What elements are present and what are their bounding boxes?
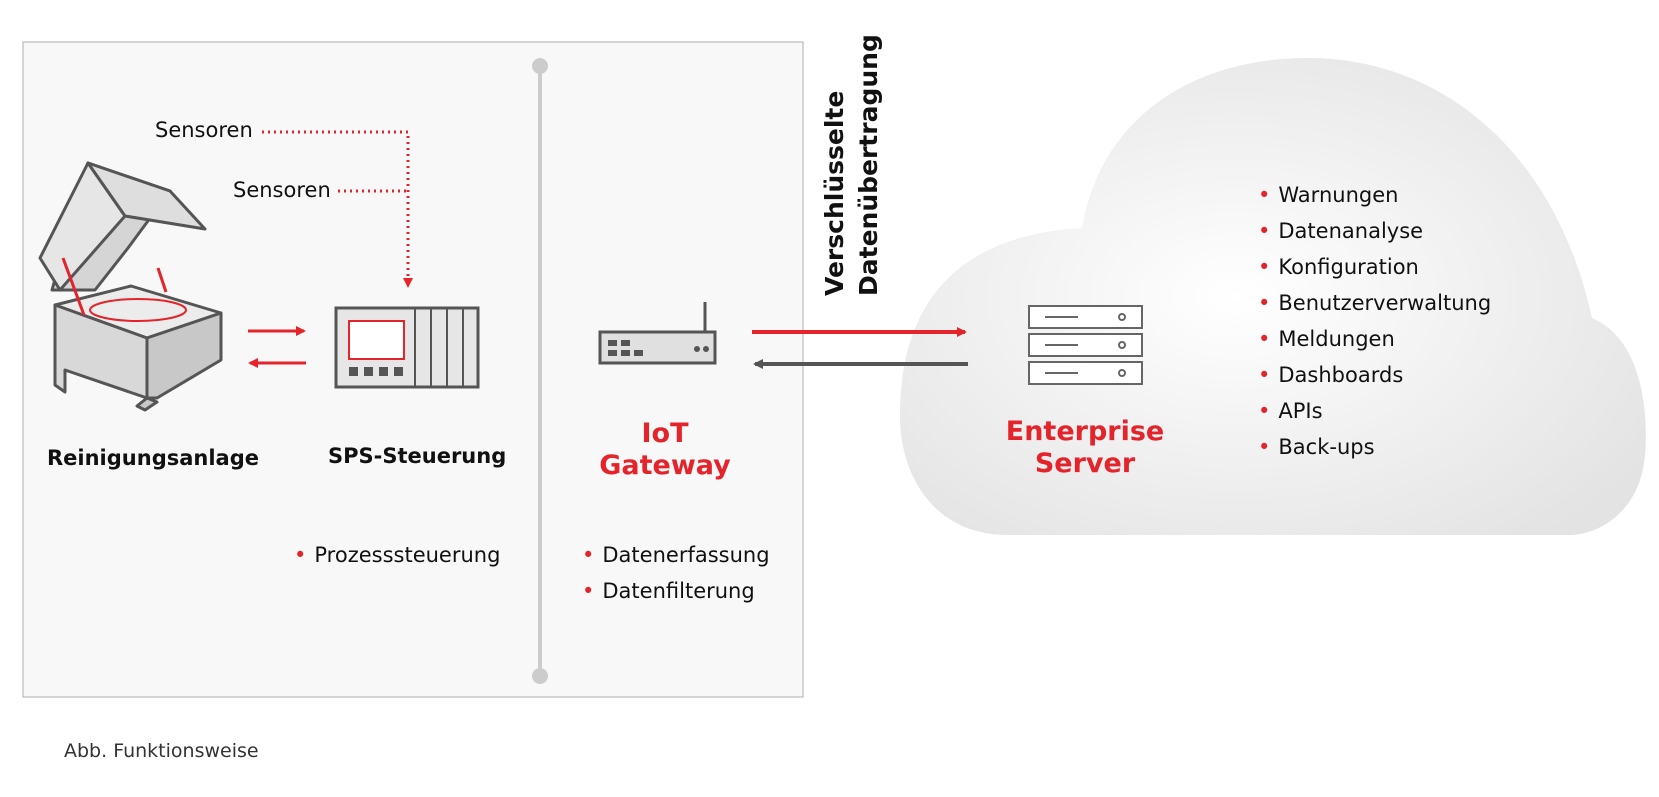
gateway-feature-item: Datenfilterung	[582, 579, 754, 603]
server-feature-item: Warnungen	[1258, 183, 1398, 207]
gateway-title-line2: Gateway	[599, 450, 731, 481]
gateway-title-line1: IoT	[641, 418, 689, 449]
sensor-label-1: Sensoren	[155, 118, 253, 142]
sensor-connectors	[262, 130, 413, 288]
server-feature-item: Meldungen	[1258, 327, 1394, 351]
server-feature-item: Dashboards	[1258, 363, 1403, 387]
server-title-line2: Server	[1034, 448, 1136, 479]
transfer-label-line1: Verschlüsselte	[820, 90, 849, 296]
machine-label: Reinigungsanlage	[47, 446, 259, 470]
server-title-line1: Enterprise	[1005, 416, 1165, 447]
transfer-label: Verschlüsselte Datenübertragung	[820, 34, 900, 298]
gateway-feature-item: Datenerfassung	[582, 543, 769, 567]
sensor-label-2: Sensoren	[233, 178, 331, 202]
cleaning-machine-icon	[38, 161, 223, 412]
plc-label: SPS-Steuerung	[328, 444, 507, 468]
figure-caption: Abb. Funktionsweise	[64, 740, 259, 762]
router-icon	[598, 302, 717, 365]
plc-feature-item: Prozesssteuerung	[294, 543, 500, 567]
server-title: Enterprise Server	[1000, 416, 1170, 480]
transfer-label-line2: Datenübertragung	[854, 34, 883, 296]
server-feature-item: Benutzerverwaltung	[1258, 291, 1491, 315]
server-rack-icon	[1028, 305, 1143, 385]
server-feature-item: Datenanalyse	[1258, 219, 1423, 243]
panel-divider	[532, 58, 548, 684]
plc-controller-icon	[334, 306, 480, 389]
server-feature-item: APIs	[1258, 399, 1322, 423]
gateway-title: IoT Gateway	[580, 418, 750, 482]
server-feature-item: Konfiguration	[1258, 255, 1418, 279]
server-feature-item: Back-ups	[1258, 435, 1374, 459]
